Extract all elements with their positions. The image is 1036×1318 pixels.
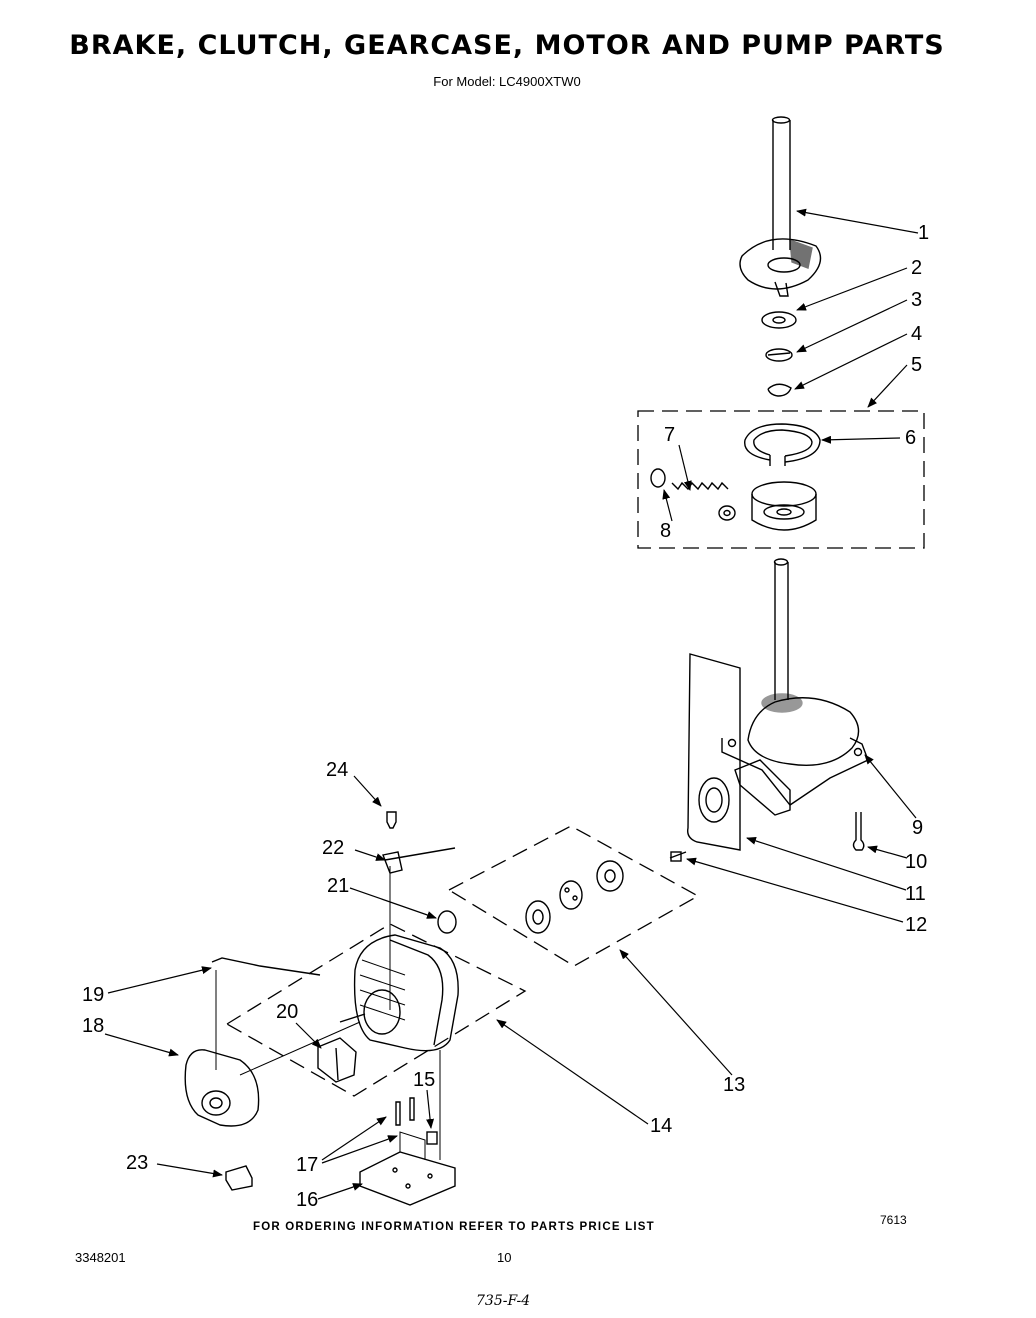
ordering-footer-note: FOR ORDERING INFORMATION REFER TO PARTS … (253, 1221, 655, 1233)
callout-5: 5 (911, 354, 923, 376)
document-number: 3348201 (75, 1250, 126, 1265)
parts-10-12-bolts (669, 812, 865, 862)
callout-1: 1 (918, 222, 930, 244)
callout-10: 10 (905, 851, 928, 873)
callout-8: 8 (660, 520, 672, 542)
callout-23: 23 (126, 1152, 149, 1174)
callout-17: 17 (296, 1154, 319, 1176)
part-17-screws (395, 1097, 415, 1126)
part-23-block (225, 1165, 253, 1191)
group-outlines (225, 410, 925, 1097)
callout-22: 22 (322, 837, 345, 859)
part-11-plate (687, 653, 741, 851)
part-15-clip (426, 1131, 438, 1145)
handwritten-note: 735-F-4 (476, 1293, 531, 1309)
callout-3: 3 (911, 289, 923, 311)
page-title: BRAKE, CLUTCH, GEARCASE, MOTOR AND PUMP … (69, 30, 945, 61)
callout-12: 12 (905, 914, 928, 936)
callout-2: 2 (911, 257, 923, 279)
part-9-gearcase (721, 558, 869, 816)
callout-21: 21 (327, 875, 350, 897)
callout-19: 19 (82, 984, 105, 1006)
parts-2-4-washers (761, 311, 797, 397)
callout-4: 4 (911, 323, 923, 345)
part-14-motor (339, 866, 459, 1160)
part-6-brake-band (744, 423, 821, 466)
part-1-shaft-and-cam (739, 116, 822, 297)
part-19-hose (211, 957, 321, 1070)
callout-15: 15 (413, 1069, 436, 1091)
parts-7-8-spring-and-caps (650, 468, 736, 521)
part-5-clutch-drum (751, 481, 817, 531)
callout-6: 6 (905, 427, 917, 449)
part-20-switch (317, 1037, 357, 1083)
callout-7: 7 (664, 424, 676, 446)
model-subtitle: For Model: LC4900XTW0 (433, 74, 581, 89)
part-18-pump (184, 1021, 361, 1127)
callout-24: 24 (326, 759, 349, 781)
callout-16: 16 (296, 1189, 319, 1211)
diagram-code: 7613 (880, 1213, 907, 1227)
part-22-bracket (382, 847, 456, 874)
callout-20: 20 (276, 1001, 299, 1023)
callout-9: 9 (912, 817, 924, 839)
callout-18: 18 (82, 1015, 105, 1037)
callout-leaders (104, 208, 919, 1200)
part-16-bracket (359, 1131, 456, 1206)
part-24-screw (386, 811, 397, 829)
part-13-coupling (437, 860, 624, 934)
callout-14: 14 (650, 1115, 673, 1137)
page-number: 10 (497, 1250, 512, 1265)
callout-11: 11 (905, 883, 926, 905)
callout-13: 13 (723, 1074, 746, 1096)
